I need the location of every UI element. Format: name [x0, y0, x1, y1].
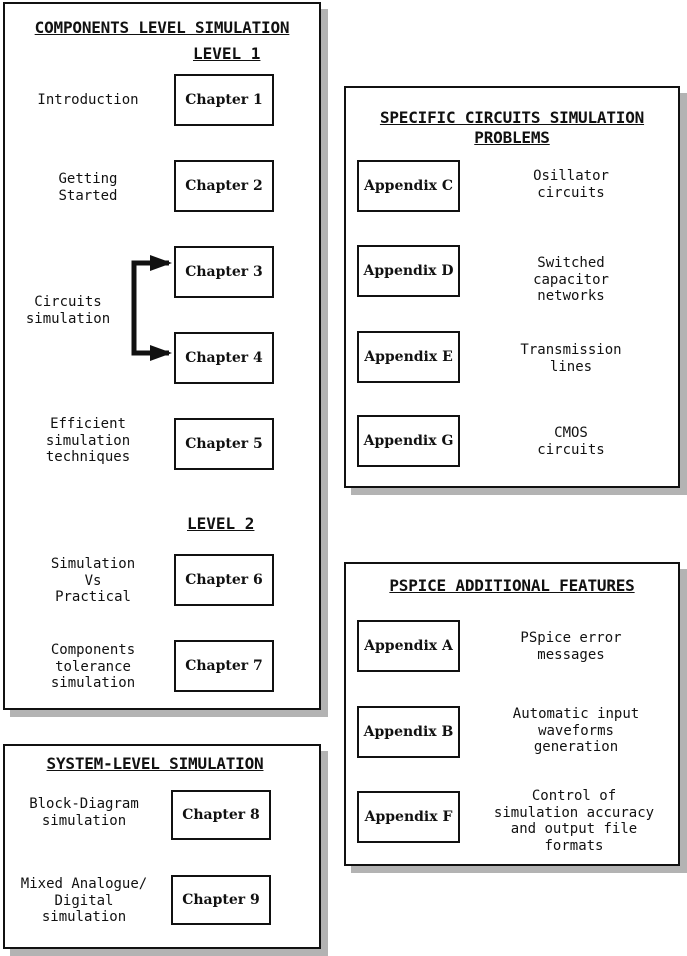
level-2-heading: LEVEL 2 — [187, 514, 255, 533]
topic-mixed-analogue-digital: Mixed Analogue/ Digital simulation — [20, 876, 148, 925]
appendix-e-box[interactable]: Appendix E — [357, 331, 460, 383]
topic-oscillator-circuits: Osillator circuits — [533, 168, 609, 201]
chapter-4-box[interactable]: Chapter 4 — [174, 332, 274, 384]
specific-circuits-panel: SPECIFIC CIRCUITS SIMULATION PROBLEMS Ap… — [344, 86, 680, 488]
components-panel-title: COMPONENTS LEVEL SIMULATION — [34, 18, 290, 37]
topic-getting-started: Getting Started — [58, 171, 118, 204]
topic-control-of-simulation-accuracy: Control of simulation accuracy and outpu… — [493, 788, 655, 854]
appendix-g-box[interactable]: Appendix G — [357, 415, 460, 467]
components-level-panel: COMPONENTS LEVEL SIMULATION LEVEL 1 Intr… — [3, 2, 321, 710]
chapter-6-box[interactable]: Chapter 6 — [174, 554, 274, 606]
system-panel-title: SYSTEM-LEVEL SIMULATION — [46, 754, 264, 773]
topic-block-diagram: Block-Diagram simulation — [29, 796, 139, 829]
chapter-1-box[interactable]: Chapter 1 — [174, 74, 274, 126]
chapter-7-box[interactable]: Chapter 7 — [174, 640, 274, 692]
chapter-5-box[interactable]: Chapter 5 — [174, 418, 274, 470]
appendix-b-box[interactable]: Appendix B — [357, 706, 460, 758]
appendix-a-box[interactable]: Appendix A — [357, 620, 460, 672]
chapter-2-box[interactable]: Chapter 2 — [174, 160, 274, 212]
topic-efficient-simulation: Efficient simulation techniques — [45, 416, 131, 465]
appendix-d-box[interactable]: Appendix D — [357, 245, 460, 297]
chapter-9-box[interactable]: Chapter 9 — [171, 875, 271, 925]
specific-panel-title: SPECIFIC CIRCUITS SIMULATION PROBLEMS — [379, 108, 645, 147]
topic-pspice-error-messages: PSpice error messages — [520, 630, 622, 663]
chapter-3-box[interactable]: Chapter 3 — [174, 246, 274, 298]
topic-introduction: Introduction — [37, 92, 139, 108]
topic-components-tolerance: Components tolerance simulation — [50, 642, 136, 691]
appendix-f-box[interactable]: Appendix F — [357, 791, 460, 843]
appendix-c-box[interactable]: Appendix C — [357, 160, 460, 212]
topic-automatic-input-waveforms: Automatic input waveforms generation — [512, 706, 640, 755]
pspice-panel-title: PSPICE ADDITIONAL FEATURES — [389, 576, 635, 595]
topic-switched-capacitor: Switched capacitor networks — [533, 255, 609, 304]
topic-transmission-lines: Transmission lines — [520, 342, 622, 375]
topic-cmos-circuits: CMOS circuits — [537, 425, 605, 458]
topic-circuits-simulation: Circuits simulation — [25, 294, 111, 327]
pspice-features-panel: PSPICE ADDITIONAL FEATURES Appendix A PS… — [344, 562, 680, 866]
system-level-panel: SYSTEM-LEVEL SIMULATION Block-Diagram si… — [3, 744, 321, 949]
topic-simulation-vs-practical: Simulation Vs Practical — [50, 556, 136, 605]
level-1-heading: LEVEL 1 — [193, 44, 261, 63]
chapter-8-box[interactable]: Chapter 8 — [171, 790, 271, 840]
